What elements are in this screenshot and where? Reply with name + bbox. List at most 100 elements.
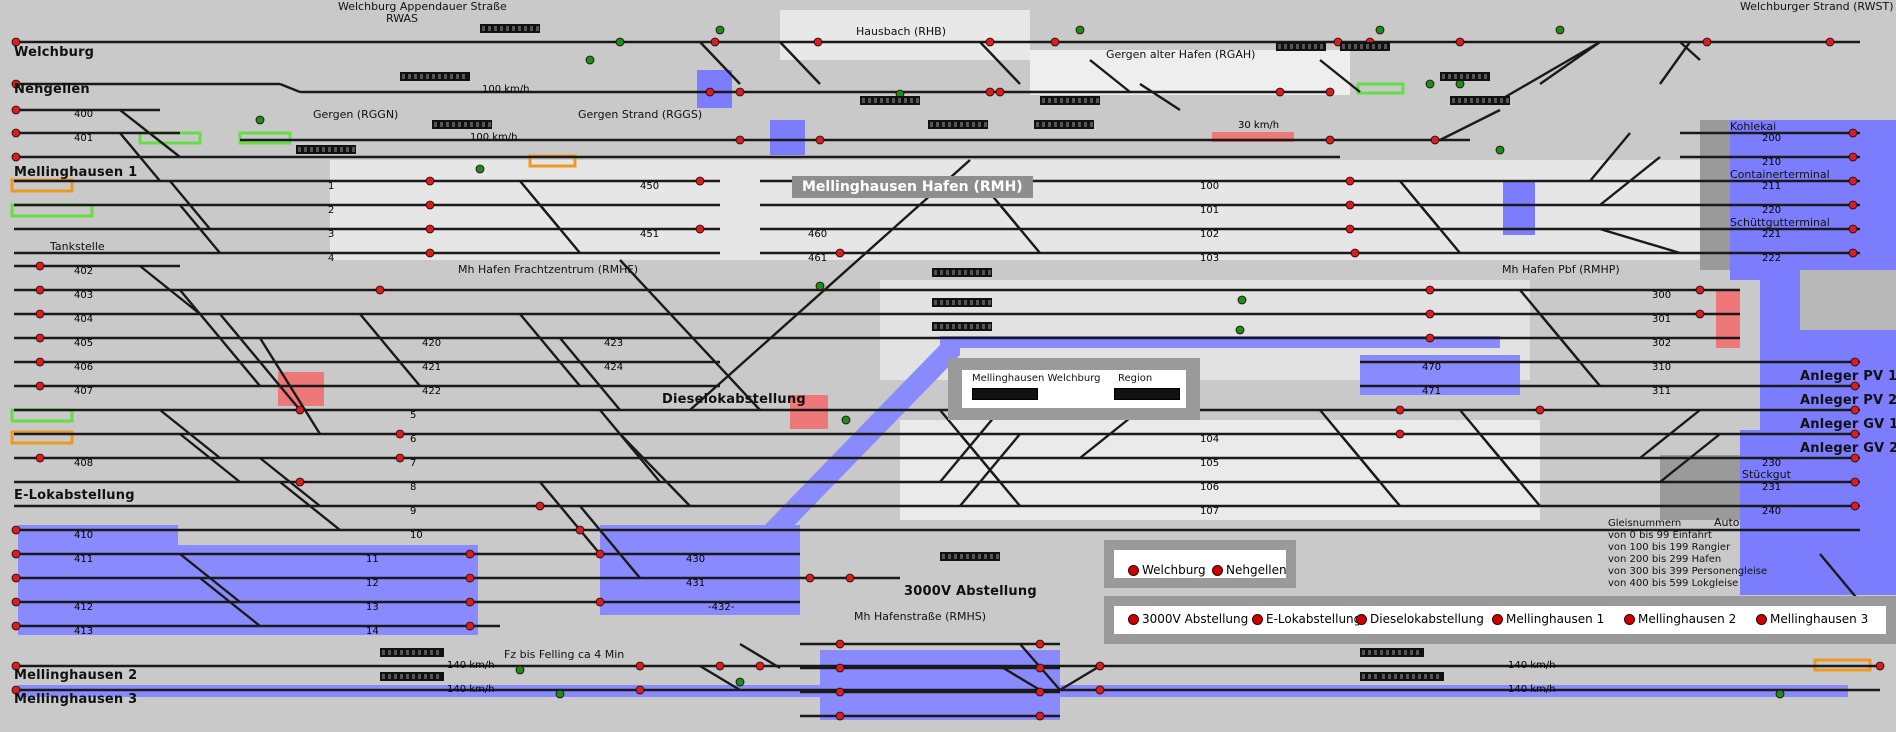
signal-red-icon[interactable]	[1275, 87, 1285, 97]
signal-red-icon[interactable]	[1850, 501, 1860, 511]
signal-red-icon[interactable]	[1695, 285, 1705, 295]
signal-red-icon[interactable]	[1050, 37, 1060, 47]
signal-red-icon[interactable]	[35, 261, 45, 271]
signal-red-icon[interactable]	[805, 573, 815, 583]
signal-red-icon[interactable]	[425, 176, 435, 186]
signal-red-icon[interactable]	[715, 661, 725, 671]
signal-red-icon[interactable]	[1425, 285, 1435, 295]
signal-red-icon[interactable]	[705, 87, 715, 97]
signal-red-icon[interactable]	[1325, 135, 1335, 145]
signal-red-icon[interactable]	[1848, 224, 1858, 234]
signal-red-icon[interactable]	[1425, 309, 1435, 319]
signal-green-icon[interactable]	[1455, 79, 1465, 89]
signal-red-icon[interactable]	[11, 597, 21, 607]
signal-green-icon[interactable]	[1555, 25, 1565, 35]
signal-red-icon[interactable]	[35, 381, 45, 391]
signal-red-icon[interactable]	[695, 176, 705, 186]
signal-red-icon[interactable]	[1848, 128, 1858, 138]
train-number-field[interactable]	[1440, 72, 1490, 81]
signal-red-icon[interactable]	[465, 621, 475, 631]
signal-red-icon[interactable]	[1325, 87, 1335, 97]
signal-red-icon[interactable]	[11, 152, 21, 162]
signal-red-icon[interactable]	[813, 37, 823, 47]
signal-green-icon[interactable]	[841, 415, 851, 425]
signal-red-icon[interactable]	[835, 687, 845, 697]
train-number-field[interactable]	[940, 552, 1000, 561]
signal-red-icon[interactable]	[465, 549, 475, 559]
signal-red-icon[interactable]	[1035, 639, 1045, 649]
signal-red-icon[interactable]	[535, 501, 545, 511]
signal-red-icon[interactable]	[635, 685, 645, 695]
signal-red-icon[interactable]	[1695, 309, 1705, 319]
signal-green-icon[interactable]	[715, 25, 725, 35]
signal-red-icon[interactable]	[835, 663, 845, 673]
signal-red-icon[interactable]	[815, 135, 825, 145]
signal-red-icon[interactable]	[835, 711, 845, 721]
signal-red-icon[interactable]	[1875, 661, 1885, 671]
signal-green-icon[interactable]	[815, 281, 825, 291]
signal-green-icon[interactable]	[1237, 295, 1247, 305]
train-number-field[interactable]	[860, 96, 920, 105]
signal-red-icon[interactable]	[575, 525, 585, 535]
signal-green-icon[interactable]	[1425, 79, 1435, 89]
train-number-field[interactable]	[932, 268, 992, 277]
signal-red-icon[interactable]	[11, 525, 21, 535]
signal-red-icon[interactable]	[11, 573, 21, 583]
signal-red-icon[interactable]	[1535, 405, 1545, 415]
signal-red-icon[interactable]	[835, 639, 845, 649]
signal-red-icon[interactable]	[11, 37, 21, 47]
signal-red-icon[interactable]	[1345, 200, 1355, 210]
signal-red-icon[interactable]	[1345, 224, 1355, 234]
top-route-button[interactable]: Nehgellen	[1212, 563, 1287, 577]
signal-red-icon[interactable]	[11, 661, 21, 671]
signal-red-icon[interactable]	[35, 357, 45, 367]
signal-red-icon[interactable]	[1345, 176, 1355, 186]
signal-red-icon[interactable]	[35, 285, 45, 295]
signal-green-icon[interactable]	[515, 665, 525, 675]
train-number-field[interactable]	[432, 120, 492, 129]
signal-red-icon[interactable]	[465, 597, 475, 607]
signal-red-icon[interactable]	[635, 661, 645, 671]
signal-red-icon[interactable]	[710, 37, 720, 47]
signal-red-icon[interactable]	[985, 87, 995, 97]
signal-red-icon[interactable]	[1850, 405, 1860, 415]
train-number-field[interactable]	[296, 145, 356, 154]
signal-green-icon[interactable]	[1235, 325, 1245, 335]
train-number-field[interactable]	[480, 24, 540, 33]
signal-red-icon[interactable]	[1850, 453, 1860, 463]
signal-red-icon[interactable]	[11, 79, 21, 89]
signal-red-icon[interactable]	[1848, 176, 1858, 186]
bottom-route-button[interactable]: E-Lokabstellung	[1252, 612, 1361, 626]
signal-red-icon[interactable]	[1095, 685, 1105, 695]
signal-red-icon[interactable]	[1095, 661, 1105, 671]
signal-red-icon[interactable]	[35, 333, 45, 343]
signal-red-icon[interactable]	[695, 224, 705, 234]
signal-red-icon[interactable]	[1825, 37, 1835, 47]
bottom-route-button[interactable]: Mellinghausen 2	[1624, 612, 1736, 626]
signal-red-icon[interactable]	[735, 135, 745, 145]
bottom-route-button[interactable]: Mellinghausen 3	[1756, 612, 1868, 626]
signal-red-icon[interactable]	[1425, 333, 1435, 343]
top-route-button[interactable]: Welchburg	[1128, 563, 1206, 577]
signal-red-icon[interactable]	[835, 248, 845, 258]
signal-red-icon[interactable]	[35, 309, 45, 319]
train-number-field[interactable]	[1034, 120, 1094, 129]
signal-red-icon[interactable]	[375, 285, 385, 295]
signal-red-icon[interactable]	[1848, 200, 1858, 210]
train-number-field[interactable]	[1340, 42, 1390, 51]
signal-red-icon[interactable]	[295, 405, 305, 415]
signal-red-icon[interactable]	[465, 573, 475, 583]
signal-red-icon[interactable]	[11, 128, 21, 138]
signal-red-icon[interactable]	[595, 597, 605, 607]
bottom-route-button[interactable]: 3000V Abstellung	[1128, 612, 1248, 626]
signal-red-icon[interactable]	[995, 87, 1005, 97]
signal-red-icon[interactable]	[985, 37, 995, 47]
signal-red-icon[interactable]	[1035, 687, 1045, 697]
signal-red-icon[interactable]	[1035, 663, 1045, 673]
signal-red-icon[interactable]	[845, 573, 855, 583]
signal-red-icon[interactable]	[1035, 711, 1045, 721]
signal-green-icon[interactable]	[475, 164, 485, 174]
train-number-field[interactable]	[932, 298, 992, 307]
signal-red-icon[interactable]	[11, 105, 21, 115]
signal-red-icon[interactable]	[1850, 477, 1860, 487]
